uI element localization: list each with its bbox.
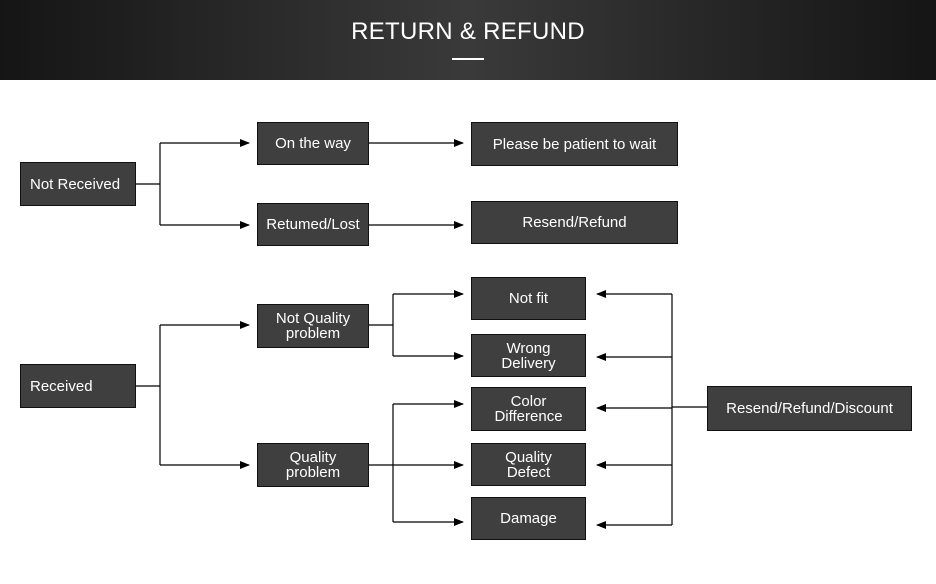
node-on-the-way: On the way	[257, 122, 369, 165]
header-banner: RETURN & REFUND	[0, 0, 936, 80]
node-quality-problem: Quality problem	[257, 443, 369, 487]
node-wrong-delivery: Wrong Delivery	[471, 334, 586, 377]
node-returned-lost: Retumed/Lost	[257, 203, 369, 246]
node-not-quality-problem: Not Quality problem	[257, 304, 369, 348]
node-damage: Damage	[471, 497, 586, 540]
node-received: Received	[20, 364, 136, 408]
node-resend-refund-discount: Resend/Refund/Discount	[707, 386, 912, 431]
connector-received-trunk	[136, 325, 161, 465]
connector-resolution-trunk	[671, 294, 707, 525]
title-underline	[452, 58, 484, 60]
connector-not-received-trunk	[136, 143, 161, 225]
page-title: RETURN & REFUND	[351, 18, 585, 45]
node-quality-defect: Quality Defect	[471, 443, 586, 486]
connector-not-quality-trunk	[369, 294, 394, 356]
node-not-received: Not Received	[20, 162, 136, 206]
node-not-fit: Not fit	[471, 277, 586, 320]
node-color-difference: Color Difference	[471, 387, 586, 431]
node-please-wait: Please be patient to wait	[471, 122, 678, 166]
node-resend-refund: Resend/Refund	[471, 201, 678, 244]
